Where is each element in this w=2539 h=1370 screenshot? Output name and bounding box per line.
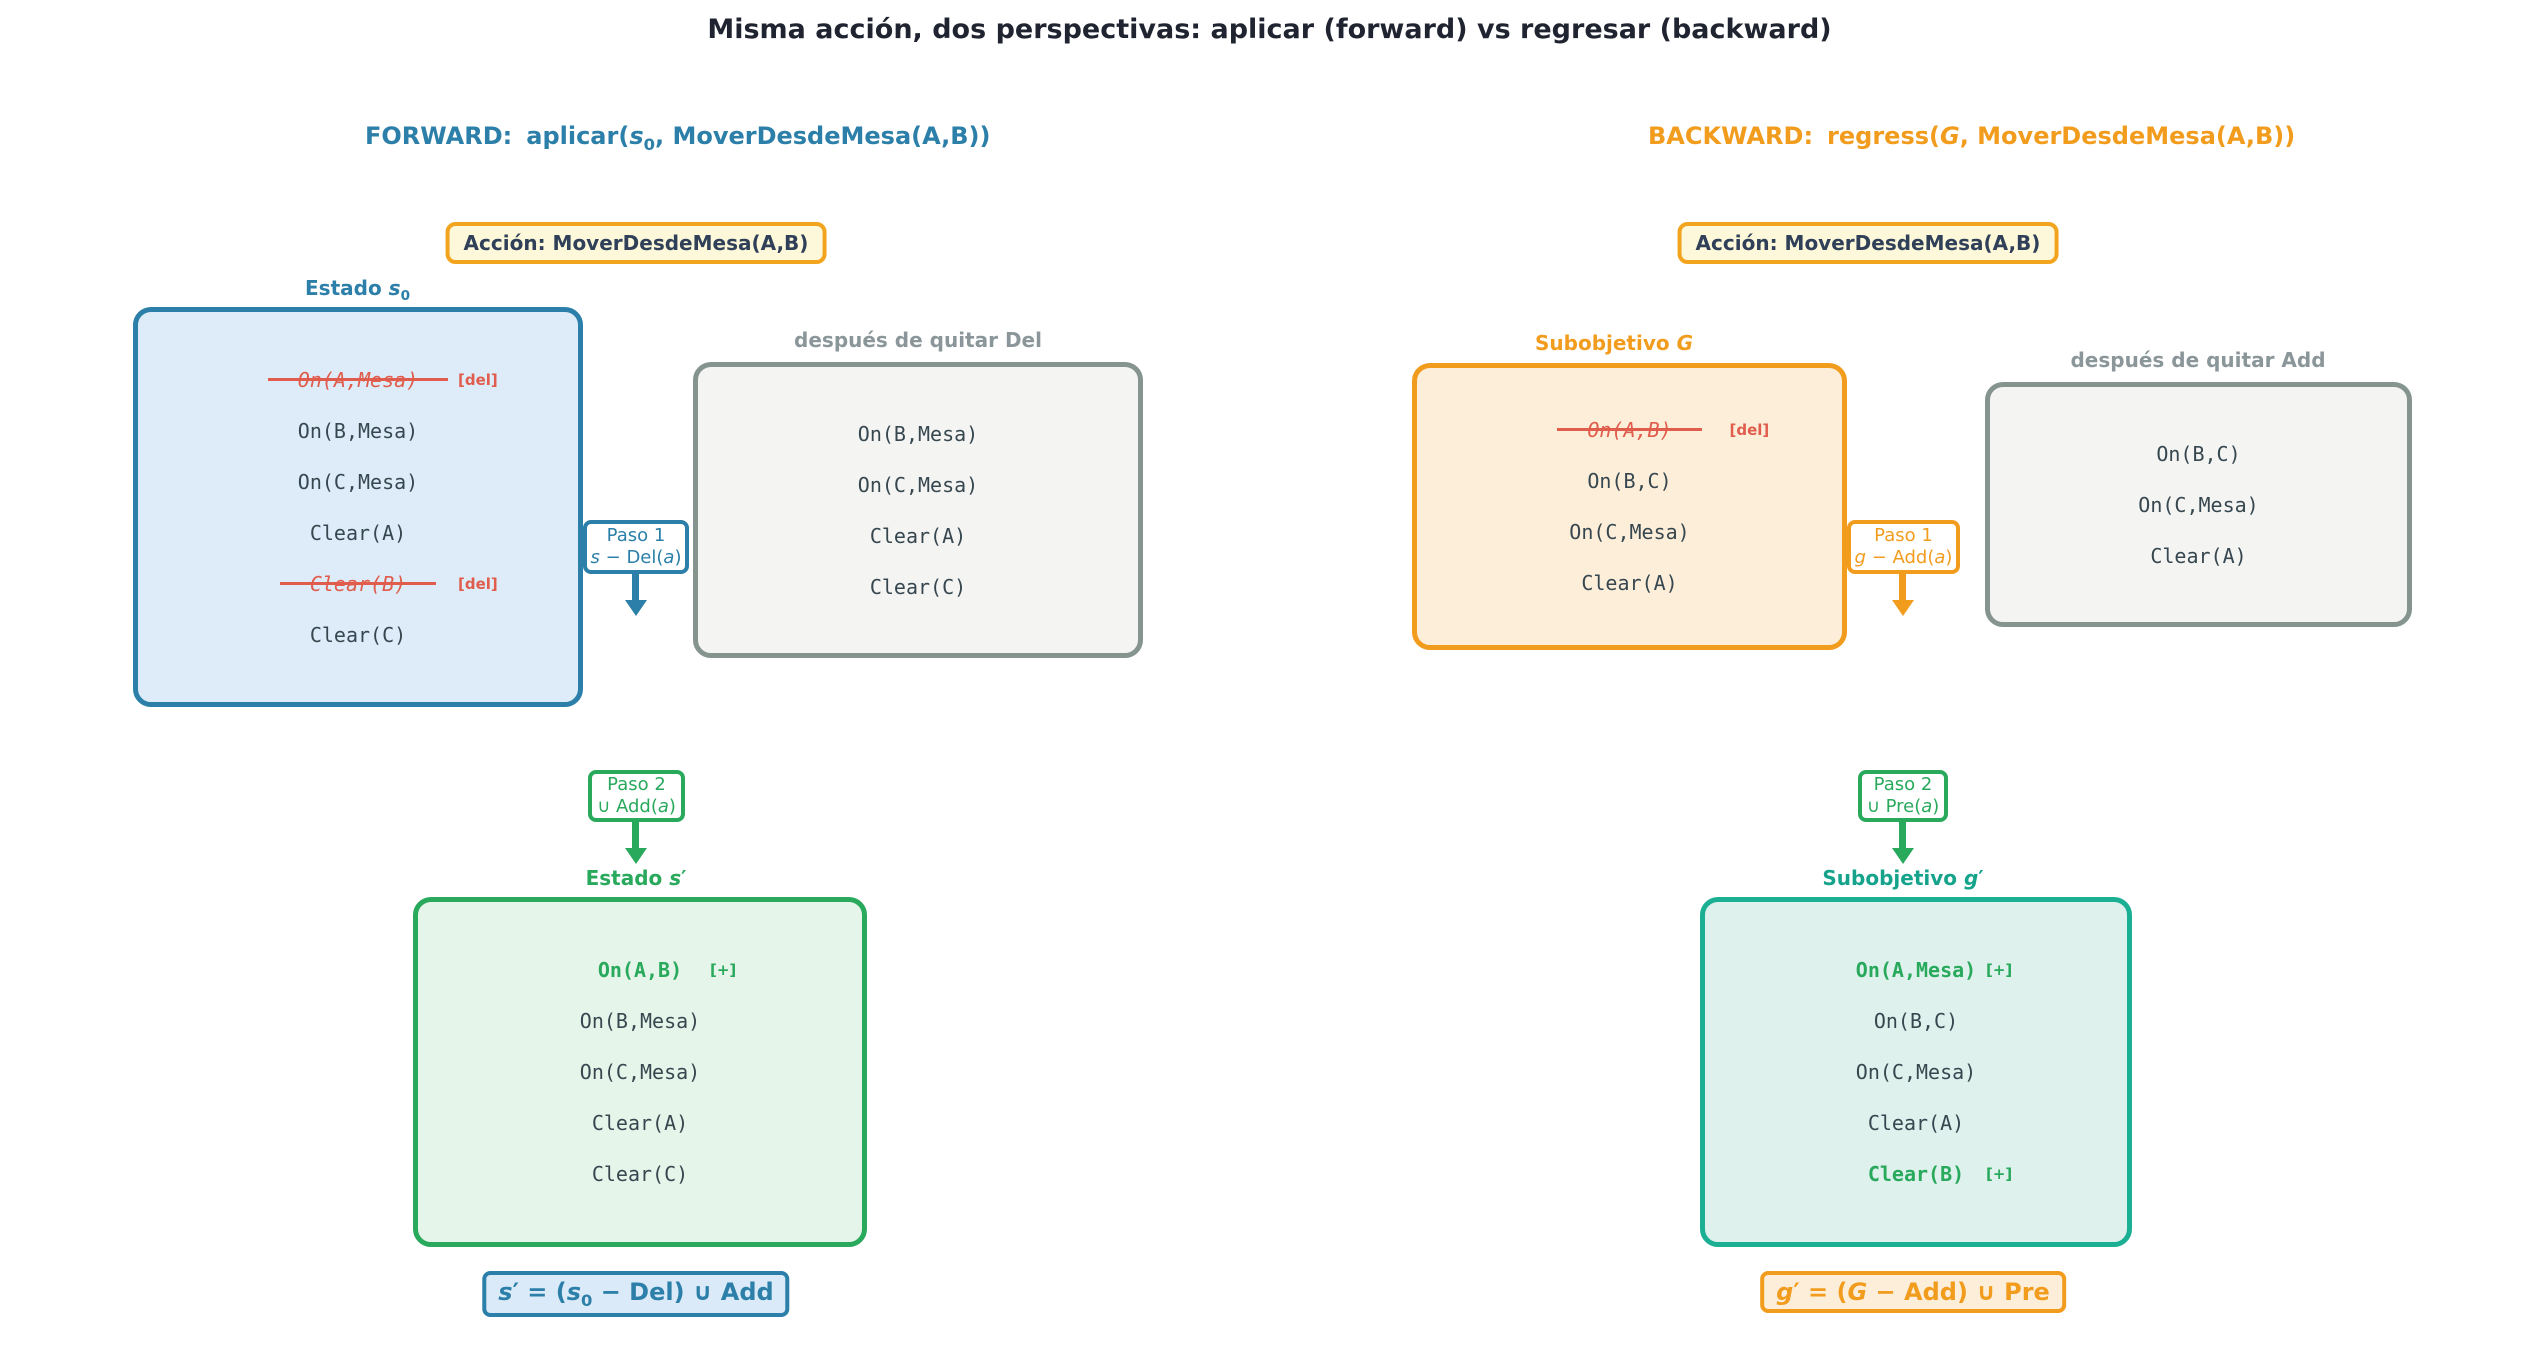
predicate-row: On(C,Mesa) <box>698 459 1138 510</box>
predicate-added: On(A,Mesa) <box>1855 958 1977 982</box>
predicate-row: Clear(A) <box>1705 1098 2127 1149</box>
forward-header: FORWARD:aplicar(s0, MoverDesdeMesa(A,B)) <box>365 122 991 154</box>
paso2-forward-badge: Paso 2 ∪ Add(a) <box>588 770 685 822</box>
predicate: On(C,Mesa) <box>857 472 979 497</box>
predicate: On(C,Mesa) <box>2138 492 2259 517</box>
predicate-row: On(C,Mesa) <box>1990 479 2407 530</box>
estado-s-prime-label: Estado s′ <box>585 866 687 890</box>
predicate-row: Clear(A) <box>138 507 578 558</box>
subobjetivo-g-label: Subobjetivo G <box>1535 331 1694 355</box>
after-add-label: después de quitar Add <box>2070 348 2326 372</box>
arrow-down-icon <box>632 822 639 848</box>
paso1-forward-badge: Paso 1 s − Del(a) <box>583 520 689 574</box>
predicate-added: On(A,B) <box>597 958 683 982</box>
predicate-deleted: On(A,B) <box>1557 418 1703 442</box>
action-badge-forward: Acción: MoverDesdeMesa(A,B) <box>445 222 827 264</box>
predicate-row: On(A,Mesa) [+] <box>1705 945 2127 996</box>
arrow-down-icon <box>632 574 639 600</box>
predicate: Clear(C) <box>869 574 967 599</box>
predicate: On(C,Mesa) <box>1569 520 1690 544</box>
predicate: Clear(A) <box>869 523 967 548</box>
subobjetivo-g-prime-label: Subobjetivo g′ <box>1822 866 1984 890</box>
predicate-row: On(B,Mesa) <box>698 408 1138 459</box>
action-badge-backward: Acción: MoverDesdeMesa(A,B) <box>1677 222 2059 264</box>
arrow-down-icon <box>1899 822 1906 848</box>
predicate-row: On(B,C) <box>1417 456 1842 507</box>
after-del-box: On(B,Mesa) On(C,Mesa) Clear(A) Clear(C) <box>693 362 1143 658</box>
predicate: Clear(A) <box>1867 1111 1965 1135</box>
predicate-row: On(B,C) <box>1705 996 2127 1047</box>
add-tag: [+] <box>710 961 737 979</box>
paso1-backward-badge: Paso 1 g − Add(a) <box>1847 520 1960 574</box>
predicate-deleted: Clear(B) <box>279 571 437 596</box>
predicate-row: On(B,Mesa) <box>138 405 578 456</box>
arrow-down-icon <box>1892 600 1914 616</box>
subobjetivo-g-prime-box: On(A,Mesa) [+] On(B,C) On(C,Mesa) Clear(… <box>1700 897 2132 1247</box>
predicate-row: Clear(B) [+] <box>1705 1149 2127 1200</box>
predicate-row: On(B,Mesa) <box>418 996 862 1047</box>
predicate-deleted: On(A,Mesa) <box>267 367 449 392</box>
predicate-row: On(C,Mesa) <box>1417 507 1842 558</box>
estado-s0-label: Estado s0 <box>305 276 411 304</box>
paso2-backward-badge: Paso 2 ∪ Pre(a) <box>1858 770 1948 822</box>
after-del-label: después de quitar Del <box>794 328 1042 352</box>
del-tag: [del] <box>458 370 498 389</box>
predicate-row: On(C,Mesa) <box>418 1047 862 1098</box>
predicate-row: Clear(A) <box>418 1098 862 1149</box>
predicate-row: Clear(A) <box>1417 558 1842 609</box>
arrow-down-icon <box>1899 574 1906 600</box>
add-tag: [+] <box>1986 1165 2013 1183</box>
del-tag: [del] <box>1729 421 1770 439</box>
predicate-row: Clear(C) <box>418 1149 862 1200</box>
predicate: Clear(A) <box>591 1111 689 1135</box>
predicate: On(B,C) <box>2156 441 2241 466</box>
predicate: On(B,Mesa) <box>857 421 979 446</box>
predicate-row: On(A,B) [del] <box>1417 405 1842 456</box>
predicate-row: Clear(B) [del] <box>138 558 578 609</box>
predicate: Clear(C) <box>591 1162 689 1186</box>
predicate-row: On(A,Mesa) [del] <box>138 354 578 405</box>
after-add-box: On(B,C) On(C,Mesa) Clear(A) <box>1985 382 2412 627</box>
forward-formula: s′ = (s0 − Del) ∪ Add <box>482 1271 790 1317</box>
predicate: On(B,C) <box>1587 469 1672 493</box>
predicate-row: Clear(A) <box>698 510 1138 561</box>
predicate-row: On(C,Mesa) <box>1705 1047 2127 1098</box>
backward-header-label: BACKWARD: <box>1648 122 1814 150</box>
predicate-row: Clear(A) <box>1990 530 2407 581</box>
predicate-added: Clear(B) <box>1867 1162 1965 1186</box>
forward-header-label: FORWARD: <box>365 122 513 150</box>
predicate: Clear(A) <box>309 520 407 545</box>
arrow-down-icon <box>625 848 647 864</box>
predicate: On(B,Mesa) <box>297 418 419 443</box>
page-title: Misma acción, dos perspectivas: aplicar … <box>707 14 1832 45</box>
predicate: On(B,C) <box>1873 1009 1959 1033</box>
predicate: Clear(A) <box>1581 571 1678 595</box>
predicate-row: Clear(C) <box>138 609 578 660</box>
estado-s0-box: On(A,Mesa) [del] On(B,Mesa) On(C,Mesa) C… <box>133 307 583 707</box>
predicate: On(C,Mesa) <box>1855 1060 1977 1084</box>
predicate-row: Clear(C) <box>698 561 1138 612</box>
del-tag: [del] <box>458 574 498 593</box>
predicate-row: On(C,Mesa) <box>138 456 578 507</box>
arrow-down-icon <box>1892 848 1914 864</box>
subobjetivo-g-box: On(A,B) [del] On(B,C) On(C,Mesa) Clear(A… <box>1412 363 1847 650</box>
predicate: On(C,Mesa) <box>579 1060 701 1084</box>
predicate: On(B,Mesa) <box>579 1009 701 1033</box>
backward-header: BACKWARD:regress(G, MoverDesdeMesa(A,B)) <box>1648 122 2296 150</box>
predicate-row: On(B,C) <box>1990 428 2407 479</box>
predicate-row: On(A,B) [+] <box>418 945 862 996</box>
predicate: On(C,Mesa) <box>297 469 419 494</box>
backward-formula: g′ = (G − Add) ∪ Pre <box>1760 1271 2066 1313</box>
add-tag: [+] <box>1986 961 2013 979</box>
predicate: Clear(A) <box>2150 543 2247 568</box>
predicate: Clear(C) <box>309 622 407 647</box>
arrow-down-icon <box>625 600 647 616</box>
estado-s-prime-box: On(A,B) [+] On(B,Mesa) On(C,Mesa) Clear(… <box>413 897 867 1247</box>
